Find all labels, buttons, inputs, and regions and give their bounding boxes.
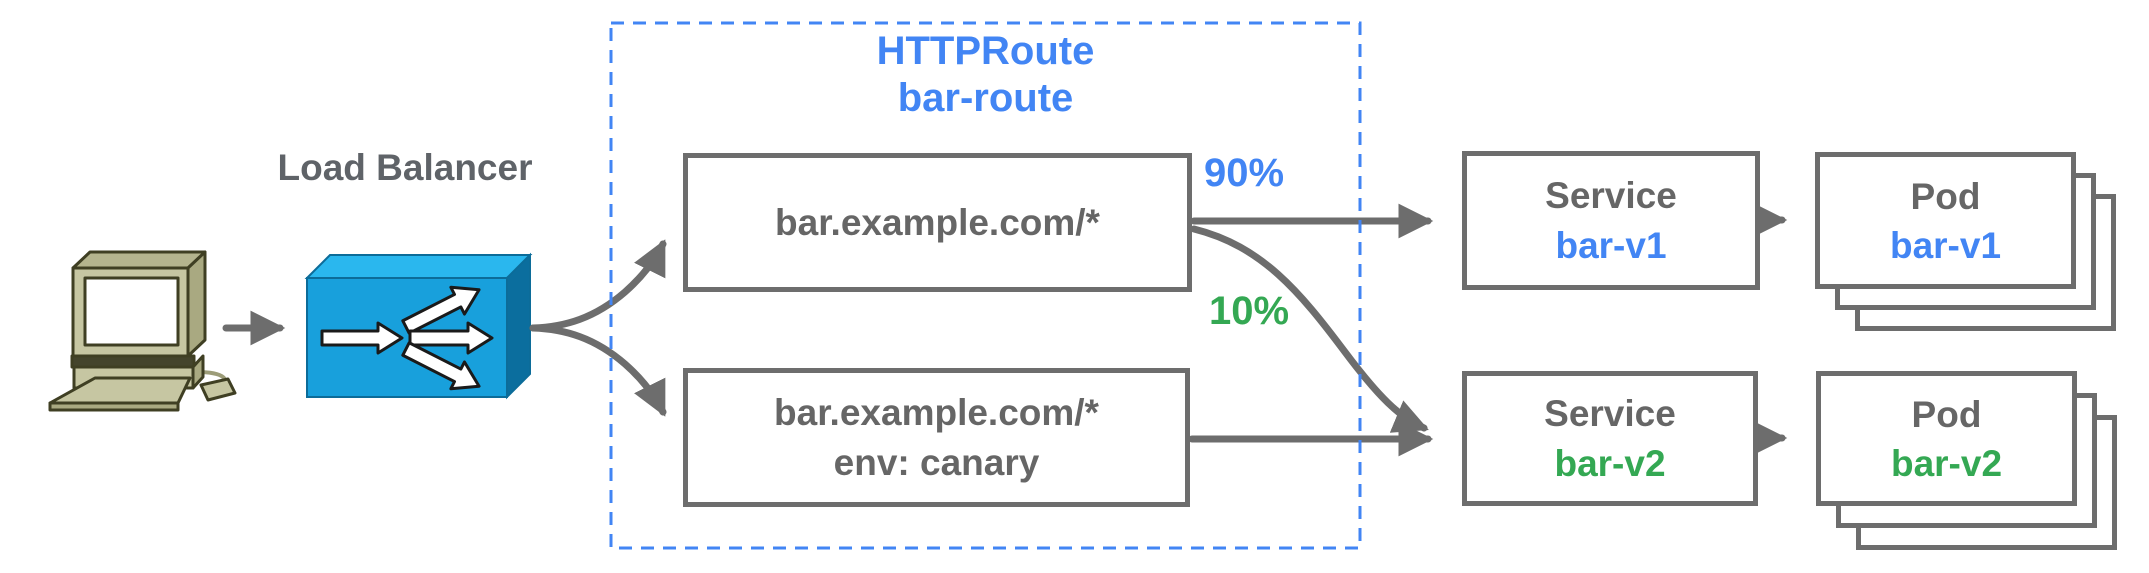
service-kind-label: Service (1545, 174, 1677, 216)
pod-name-label: bar-v2 (1890, 442, 2003, 484)
httproute-dashed-boundary (609, 21, 1362, 550)
httproute-kind-label: HTTPRoute (876, 29, 1095, 73)
rule-1-match-label: bar.example.com/* (775, 201, 1100, 243)
weight-90-label: 90% (1204, 151, 1285, 195)
rule-2-match-label: bar.example.com/* (774, 391, 1099, 433)
mouse (199, 377, 237, 402)
pod-name-label: bar-v1 (1889, 224, 2002, 266)
httproute-name-label: bar-route (897, 76, 1074, 120)
pod-kind-label: Pod (1910, 175, 1981, 217)
keyboard (48, 376, 192, 405)
lb-arrow-down (401, 341, 481, 391)
load-balancer-3d-box-icon (304, 252, 533, 400)
service-kind-label: Service (1544, 392, 1676, 434)
pod-bar-v2-box: Pod bar-v2 (1816, 371, 2077, 506)
service-bar-v2-box: Service bar-v2 (1462, 371, 1758, 506)
curve-rule1-to-service2-10pct (1190, 225, 1429, 433)
lb-arrow-in (320, 321, 404, 355)
desktop-computer-icon (48, 250, 237, 412)
weight-10-label: 10% (1209, 289, 1290, 333)
pod-kind-label: Pod (1911, 393, 1982, 435)
curve-lb-to-rule1 (529, 239, 667, 332)
load-balancer-label: Load Balancer (277, 147, 533, 188)
lb-arrow-up (401, 285, 481, 335)
lb-arrow-mid (408, 321, 494, 355)
pod-bar-v1-box: Pod bar-v1 (1815, 152, 2076, 289)
connector-arrows (222, 202, 1788, 457)
route-rule-2-box: bar.example.com/* env: canary (683, 368, 1190, 507)
httproute-header: HTTPRoute bar-route (611, 28, 1360, 122)
rule-2-header-match-label: env: canary (833, 441, 1040, 483)
service-bar-v1-box: Service bar-v1 (1462, 151, 1760, 290)
route-rule-1-box: bar.example.com/* (683, 153, 1192, 292)
service-name-label: bar-v1 (1555, 224, 1667, 266)
service-name-label: bar-v2 (1554, 442, 1666, 484)
curve-lb-to-rule2 (529, 324, 667, 417)
